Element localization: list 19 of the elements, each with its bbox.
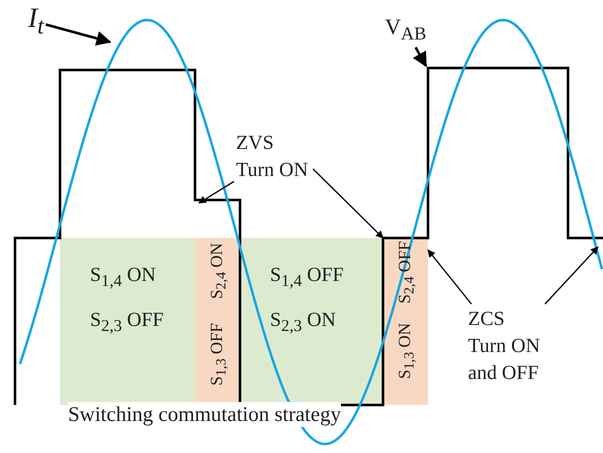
signal-label: I$_{t}$ bbox=[28, 2, 44, 42]
switch-state-label: S$_{1,4}$ OFF bbox=[270, 263, 344, 291]
switching-interval-region bbox=[383, 238, 428, 405]
leader-arrow bbox=[428, 249, 472, 304]
switching-interval-region bbox=[60, 238, 195, 405]
switch-state-label: S$_{2,3}$ OFF bbox=[90, 308, 164, 336]
switching-interval-region bbox=[240, 238, 383, 405]
leader-arrow bbox=[412, 46, 428, 68]
annotation-text: ZCS Turn ON and OFF bbox=[468, 306, 543, 387]
leader-arrow bbox=[45, 23, 112, 46]
caption: Switching commutation strategy bbox=[68, 402, 341, 428]
leader-arrow bbox=[544, 246, 599, 304]
signal-label: V$_{AB}$ bbox=[385, 14, 426, 46]
switch-state-label: S$_{2,3}$ ON bbox=[270, 308, 336, 336]
annotation-text: ZVS Turn ON bbox=[236, 130, 311, 184]
leader-arrow bbox=[198, 180, 234, 204]
leader-arrow bbox=[312, 168, 384, 239]
switching-interval-region bbox=[195, 238, 240, 405]
switch-state-label: S$_{1,4}$ ON bbox=[90, 263, 156, 291]
